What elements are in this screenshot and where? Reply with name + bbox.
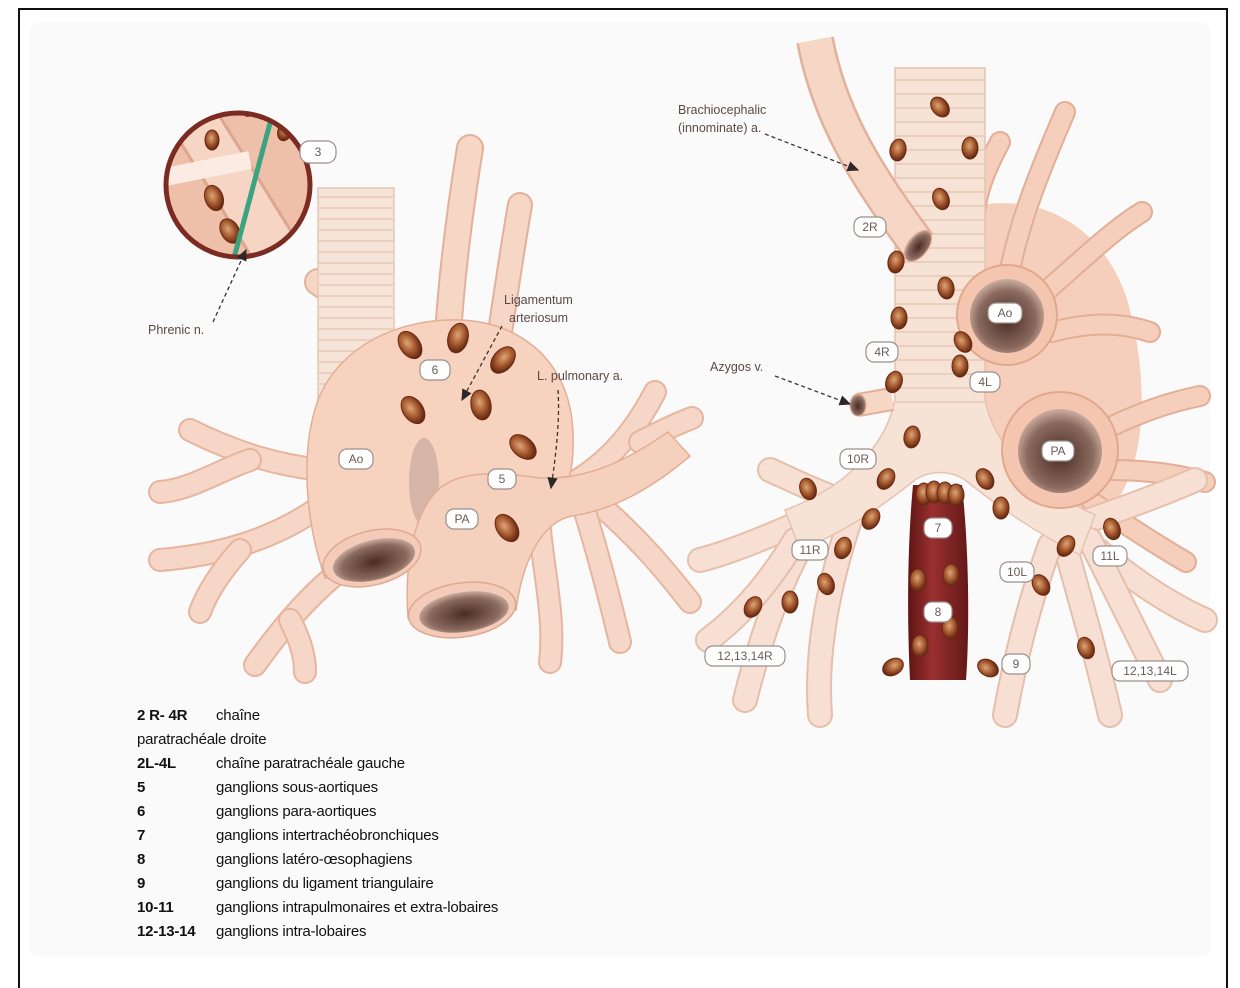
station-label-11r: 11R <box>799 543 820 557</box>
station-label-11l: 11L <box>1100 549 1119 563</box>
legend-text: ganglions latéro-œsophagiens <box>216 851 412 868</box>
brachiocephalic-label-line1: Brachiocephalic <box>678 103 766 117</box>
azygos-label: Azygos v. <box>710 360 763 374</box>
pulmonary-artery-label-right: PA <box>1050 444 1065 458</box>
lymph-node <box>205 130 219 150</box>
legend-text: ganglions sous-aortiques <box>216 779 378 796</box>
station-box-3: 3 <box>300 141 336 163</box>
legend-text: ganglions para-aortiques <box>216 803 376 820</box>
station-box-12-13-14r: 12,13,14R <box>705 646 785 666</box>
brachiocephalic-label-line2: (innominate) a. <box>678 121 761 135</box>
lymph-node <box>782 591 798 613</box>
legend-code: 2L-4L <box>137 752 216 776</box>
ligamentum-label-line2: arteriosum <box>509 311 568 325</box>
station-label-4r: 4R <box>874 345 890 359</box>
station-label-5: 5 <box>499 472 506 486</box>
azygos-cut-end <box>850 394 866 416</box>
legend-code: 7 <box>137 824 216 848</box>
station-box-4l: 4L <box>970 372 1000 392</box>
station-label-8: 8 <box>935 605 942 619</box>
station-label-2r: 2R <box>862 220 878 234</box>
legend-text: chaîne <box>216 707 260 724</box>
legend-text: ganglions intrapulmonaires et extra-loba… <box>216 899 498 916</box>
station-label-12-13-14r: 12,13,14R <box>717 649 773 663</box>
station-label-12-13-14l: 12,13,14L <box>1123 664 1177 678</box>
legend-code: 5 <box>137 776 216 800</box>
station-label-9: 9 <box>1013 657 1020 671</box>
aorta-box-right: Ao <box>988 303 1022 323</box>
station-label-4l: 4L <box>978 375 992 389</box>
station-box-10r: 10R <box>840 449 876 469</box>
pulmonary-vein-branch-lumen <box>1052 325 1150 333</box>
legend-code: 8 <box>137 848 216 872</box>
station-box-7: 7 <box>924 518 952 538</box>
pulmonary-vein-branch <box>1052 325 1150 333</box>
station-box-10l: 10L <box>1000 562 1034 582</box>
aorta-label-right: Ao <box>998 306 1013 320</box>
lymph-node <box>943 564 959 586</box>
left-pulmonary-artery-label: L. pulmonary a. <box>537 369 623 383</box>
lymph-node <box>993 497 1009 519</box>
legend-text: ganglions du ligament triangulaire <box>216 875 434 892</box>
aorta-label: Ao <box>349 452 364 466</box>
station-box-11r: 11R <box>792 540 828 560</box>
legend-row: paratrachéale droite <box>137 728 498 752</box>
legend-row: 9ganglions du ligament triangulaire <box>137 872 498 896</box>
station-label-10r: 10R <box>847 452 869 466</box>
legend-text: paratrachéale droite <box>137 731 266 748</box>
legend-row: 2 R- 4Rchaîne <box>137 704 498 728</box>
lymph-node <box>910 569 926 591</box>
lymph-node <box>952 355 968 377</box>
legend-code: 2 R- 4R <box>137 704 216 728</box>
pulmonary-vessel-branch-lumen <box>540 530 551 662</box>
station-label-3: 3 <box>315 145 322 159</box>
legend-text: ganglions intertrachéobronchiques <box>216 827 439 844</box>
station-box-2r: 2R <box>854 217 886 237</box>
phrenic-nerve-label: Phrenic n. <box>148 323 204 337</box>
pulmonary-vessel-branch <box>540 530 551 662</box>
station-label-7: 7 <box>935 521 942 535</box>
aorta-box: Ao <box>339 449 373 469</box>
legend-code: 6 <box>137 800 216 824</box>
station-box-6: 6 <box>420 360 450 380</box>
station-box-9: 9 <box>1002 654 1030 674</box>
pulmonary-artery-label: PA <box>454 512 469 526</box>
lymph-node <box>948 484 964 506</box>
station-box-5: 5 <box>488 469 516 489</box>
station-box-4r: 4R <box>866 342 898 362</box>
ligamentum-label-line1: Ligamentum <box>504 293 573 307</box>
legend-row: 5ganglions sous-aortiques <box>137 776 498 800</box>
legend-code: 10-11 <box>137 896 216 920</box>
pulmonary-artery-box: PA <box>446 509 478 529</box>
station-legend: 2 R- 4Rchaîne paratrachéale droite 2L-4L… <box>137 704 498 944</box>
station-box-11l: 11L <box>1093 546 1127 566</box>
pulmonary-artery-box-right: PA <box>1042 441 1074 461</box>
lymph-node <box>962 137 978 159</box>
legend-text: chaîne paratrachéale gauche <box>216 755 405 772</box>
legend-code: 9 <box>137 872 216 896</box>
station-box-8: 8 <box>924 602 952 622</box>
station-box-12-13-14l: 12,13,14L <box>1112 661 1188 681</box>
station-label-10l: 10L <box>1007 565 1027 579</box>
legend-text: ganglions intra-lobaires <box>216 923 366 940</box>
legend-code: 12-13-14 <box>137 920 216 944</box>
lymph-node <box>912 635 928 657</box>
lymph-node <box>891 307 907 329</box>
station-label-6: 6 <box>432 363 439 377</box>
